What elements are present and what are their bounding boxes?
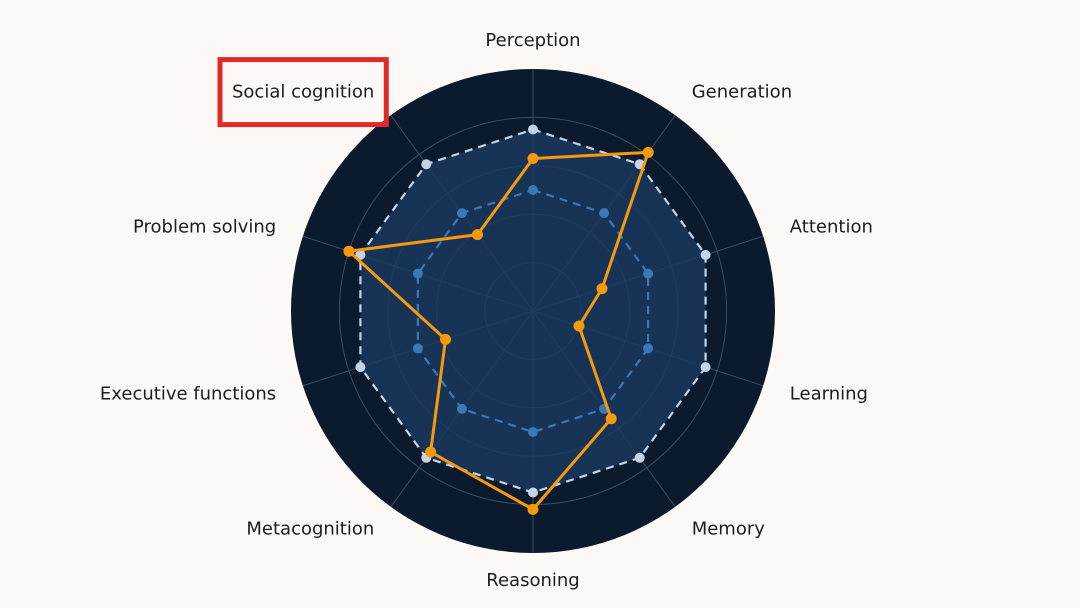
series-3-point-generation	[642, 146, 654, 158]
series-1-area	[360, 129, 706, 493]
series-3-point-reasoning	[527, 503, 539, 515]
series-1-point-memory	[634, 452, 645, 463]
axis-label-perception: Perception	[485, 30, 580, 51]
axis-label-problem-solving: Problem solving	[133, 217, 276, 238]
series	[343, 124, 711, 515]
series-2-point-problem-solving	[412, 268, 423, 279]
series-3-point-executive-functions	[440, 333, 451, 345]
series-1-point-learning	[700, 362, 711, 373]
series-3-point-problem-solving	[343, 245, 355, 257]
series-2-point-perception	[528, 185, 538, 195]
series-3-point-memory	[605, 413, 617, 425]
axis-label-attention: Attention	[790, 217, 873, 238]
axis-labels: PerceptionGenerationAttentionLearningMem…	[100, 30, 873, 591]
series-1-point-reasoning	[528, 487, 538, 498]
series-3-point-perception	[527, 153, 539, 164]
series-3-point-attention	[596, 283, 608, 295]
series-1-point-executive-functions	[355, 362, 366, 373]
axis-label-learning: Learning	[790, 383, 868, 404]
annotations	[217, 57, 389, 128]
series-3-point-social-cognition	[472, 229, 483, 241]
series-2-point-reasoning	[528, 427, 538, 437]
series-3-point-learning	[573, 320, 585, 332]
axis-label-memory: Memory	[692, 518, 766, 539]
axis-label-reasoning: Reasoning	[486, 570, 579, 591]
axis-label-social-cognition: Social cognition	[232, 82, 374, 103]
series-2-point-generation	[599, 208, 610, 219]
series-2-point-executive-functions	[412, 343, 423, 354]
axis-label-executive-functions: Executive functions	[100, 383, 276, 404]
axis-label-generation: Generation	[692, 82, 792, 103]
series-1-point-attention	[700, 249, 711, 260]
series-2-point-metacognition	[456, 403, 467, 414]
series-2-point-attention	[643, 268, 654, 279]
highlight-box	[217, 57, 389, 128]
series-3-point-metacognition	[425, 446, 437, 458]
series-1-point-social-cognition	[421, 159, 432, 170]
series-2-point-learning	[643, 343, 654, 354]
series-2-line	[416, 188, 650, 434]
axis-label-metacognition: Metacognition	[246, 518, 374, 539]
series-1-point-perception	[528, 124, 538, 135]
series-2-point-social-cognition	[456, 208, 467, 219]
